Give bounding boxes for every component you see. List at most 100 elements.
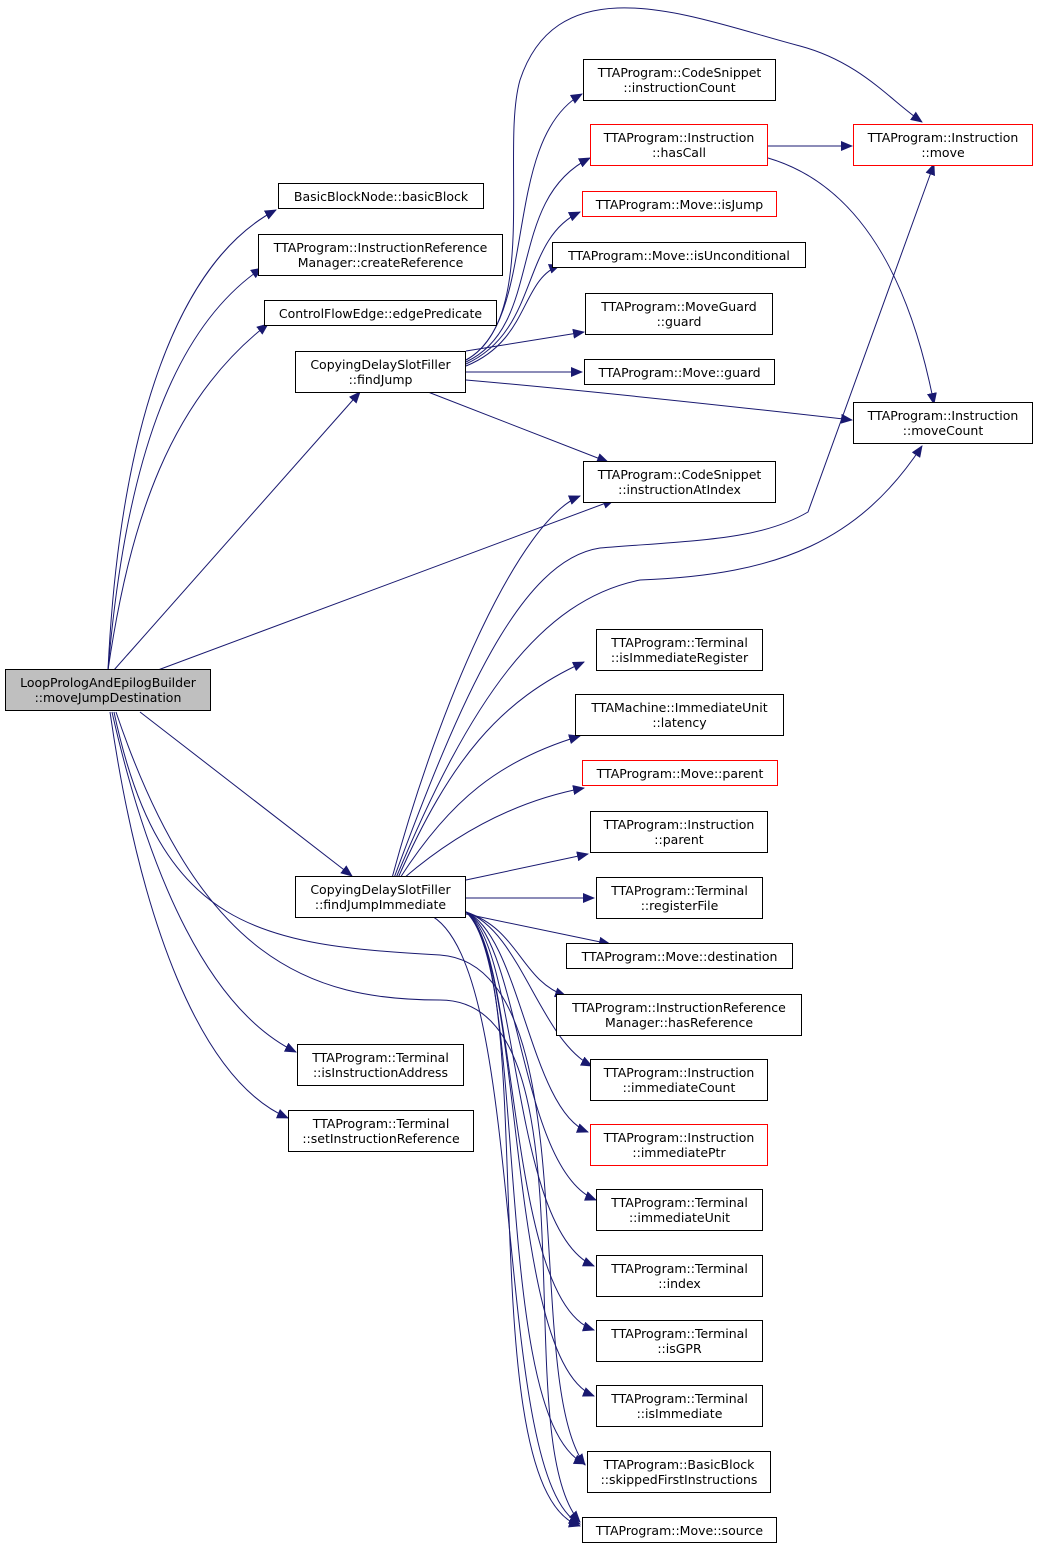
edge-fji-source-2 [465,911,581,1528]
node-instrrefmanager-createreference[interactable]: TTAProgram::InstructionReference Manager… [258,234,503,276]
edge-findjump-isunconditional [465,264,561,367]
node-label-line2: Manager::createReference [297,255,464,270]
node-move-isjump[interactable]: TTAProgram::Move::isJump [582,191,777,217]
node-label-line2: ::moveJumpDestination [34,690,182,705]
node-instruction-movecount[interactable]: TTAProgram::Instruction ::moveCount [853,402,1033,444]
node-instruction-parent[interactable]: TTAProgram::Instruction ::parent [590,811,768,853]
node-label-line1: TTAProgram::InstructionReference [572,1000,786,1015]
edge-fji-immediateptr [465,911,589,1133]
edge-root-basicblock [107,209,277,671]
node-instrrefmanager-hasreference[interactable]: TTAProgram::InstructionReference Manager… [556,994,802,1036]
edge-fji-destination [465,913,611,947]
node-label-line1: ControlFlowEdge::edgePredicate [278,305,483,321]
node-label-line1: CopyingDelaySlotFiller [310,882,451,897]
node-label-line2: ::instructionCount [623,80,736,95]
edge-findjump-moveguard [465,328,585,352]
node-move-source[interactable]: TTAProgram::Move::source [582,1517,777,1543]
node-terminal-setinstructionreference[interactable]: TTAProgram::Terminal ::setInstructionRef… [288,1110,474,1152]
edge-findjump-move [465,7,923,361]
node-move-parent[interactable]: TTAProgram::Move::parent [582,760,778,786]
node-terminal-isgpr[interactable]: TTAProgram::Terminal ::isGPR [596,1320,763,1362]
edge-hascall-movecount [767,157,937,405]
node-label-line1: TTAProgram::Instruction [867,130,1019,145]
node-terminal-index[interactable]: TTAProgram::Terminal ::index [596,1255,763,1297]
node-label-line2: ::registerFile [640,898,719,913]
node-label-line2: ::setInstructionReference [302,1131,460,1146]
node-label-line1: LoopPrologAndEpilogBuilder [20,675,196,690]
node-label-line1: TTAProgram::CodeSnippet [597,467,762,482]
edge-root-findjumpimmediate [139,711,353,877]
node-moveguard-guard[interactable]: TTAProgram::MoveGuard ::guard [585,293,773,335]
node-codesnippet-instructioncount[interactable]: TTAProgram::CodeSnippet ::instructionCou… [583,59,776,101]
edge-fji-move [393,163,935,879]
edge-root-source [115,711,581,1523]
node-label-line1: TTAProgram::Terminal [611,883,748,898]
node-label-line1: TTAProgram::Terminal [611,1195,748,1210]
node-label-line1: TTAProgram::Move::guard [598,364,761,380]
edge-fji-moveparent [403,785,585,879]
node-label-line1: TTAProgram::CodeSnippet [597,65,762,80]
node-label-line1: TTAProgram::Terminal [611,1391,748,1406]
node-label-line2: ::guard [656,314,702,329]
node-label-line1: TTAProgram::Move::isJump [595,196,764,212]
edge-fji-instructionparent [465,851,589,881]
node-label-line2: ::skippedFirstInstructions [600,1472,758,1487]
node-move-guard[interactable]: TTAProgram::Move::guard [584,359,775,385]
node-basicblock-skippedfirstinstructions[interactable]: TTAProgram::BasicBlock ::skippedFirstIns… [587,1451,771,1493]
node-label-line2: ::parent [654,832,704,847]
node-label-line2: ::findJump [348,372,413,387]
node-label-line1: TTAProgram::Move::source [595,1522,764,1538]
node-controlflowedge-edgepredicate[interactable]: ControlFlowEdge::edgePredicate [264,300,497,326]
edge-fji-movecount [395,445,923,879]
edge-fji-isimmediate [465,911,595,1397]
node-terminal-registerfile[interactable]: TTAProgram::Terminal ::registerFile [596,877,763,919]
edge-root-setinstructionreference [109,711,289,1119]
node-label-line2: ::instructionAtIndex [618,482,741,497]
node-terminal-immediateunit[interactable]: TTAProgram::Terminal ::immediateUnit [596,1189,763,1231]
node-label-line2: ::isImmediate [636,1406,723,1421]
node-label-line2: ::isImmediateRegister [610,650,749,665]
edge-root-edgepredicate [107,323,269,671]
node-label-line1: CopyingDelaySlotFiller [310,357,451,372]
node-label-line1: TTAProgram::Terminal [312,1116,450,1131]
edge-fji-index [465,911,595,1267]
node-label-line1: TTAProgram::BasicBlock [603,1457,755,1472]
edge-findjump-isjump [465,211,581,365]
node-copyingdelayslotfiller-findjump[interactable]: CopyingDelaySlotFiller ::findJump [295,351,466,393]
node-basicblocknode-basicblock[interactable]: BasicBlockNode::basicBlock [278,183,484,209]
node-label-line2: ::hasCall [652,145,706,160]
node-label-line1: TTAProgram::Instruction [867,408,1019,423]
node-label-line1: TTAProgram::Terminal [312,1050,449,1065]
edge-findjump-instructionatindex [427,391,609,463]
call-edges [107,7,937,1528]
node-label-line2: ::move [921,145,965,160]
node-instruction-hascall[interactable]: TTAProgram::Instruction ::hasCall [590,124,768,166]
node-label-line1: TTAProgram::Move::destination [581,948,778,964]
node-codesnippet-instructionatindex[interactable]: TTAProgram::CodeSnippet ::instructionAtI… [583,461,776,503]
node-instruction-immediatecount[interactable]: TTAProgram::Instruction ::immediateCount [590,1059,768,1101]
node-move-destination[interactable]: TTAProgram::Move::destination [566,943,793,969]
node-terminal-isimmediateregister[interactable]: TTAProgram::Terminal ::isImmediateRegist… [596,629,763,671]
node-immediateunit-latency[interactable]: TTAMachine::ImmediateUnit ::latency [575,694,784,736]
edge-root-isinstructionaddress [111,711,297,1053]
node-instruction-immediateptr[interactable]: TTAProgram::Instruction ::immediatePtr [590,1124,768,1166]
node-label-line1: TTAMachine::ImmediateUnit [591,700,768,715]
node-label-line2: ::findJumpImmediate [314,897,447,912]
edge-fji-latency [399,734,581,879]
node-label-line1: TTAProgram::Instruction [603,1130,755,1145]
node-terminal-isimmediate[interactable]: TTAProgram::Terminal ::isImmediate [596,1385,763,1427]
node-label-line1: TTAProgram::Instruction [603,1065,755,1080]
node-instruction-move[interactable]: TTAProgram::Instruction ::move [853,124,1033,166]
node-label-line2: ::index [658,1276,701,1291]
node-terminal-isinstructionaddress[interactable]: TTAProgram::Terminal ::isInstructionAddr… [297,1044,464,1086]
edge-fji-hasreference [465,911,567,998]
node-label-line2: ::isGPR [657,1341,702,1356]
node-copyingdelayslotfiller-findjumpimmediate[interactable]: CopyingDelaySlotFiller ::findJumpImmedia… [295,876,466,918]
node-label-line1: TTAProgram::MoveGuard [601,299,757,314]
edge-fji-immediateunit [465,911,597,1201]
edge-root-createreference [107,267,263,671]
node-move-isunconditional[interactable]: TTAProgram::Move::isUnconditional [552,242,806,268]
node-label-line2: ::isInstructionAddress [312,1065,449,1080]
node-label-line1: TTAProgram::Move::parent [596,765,764,781]
